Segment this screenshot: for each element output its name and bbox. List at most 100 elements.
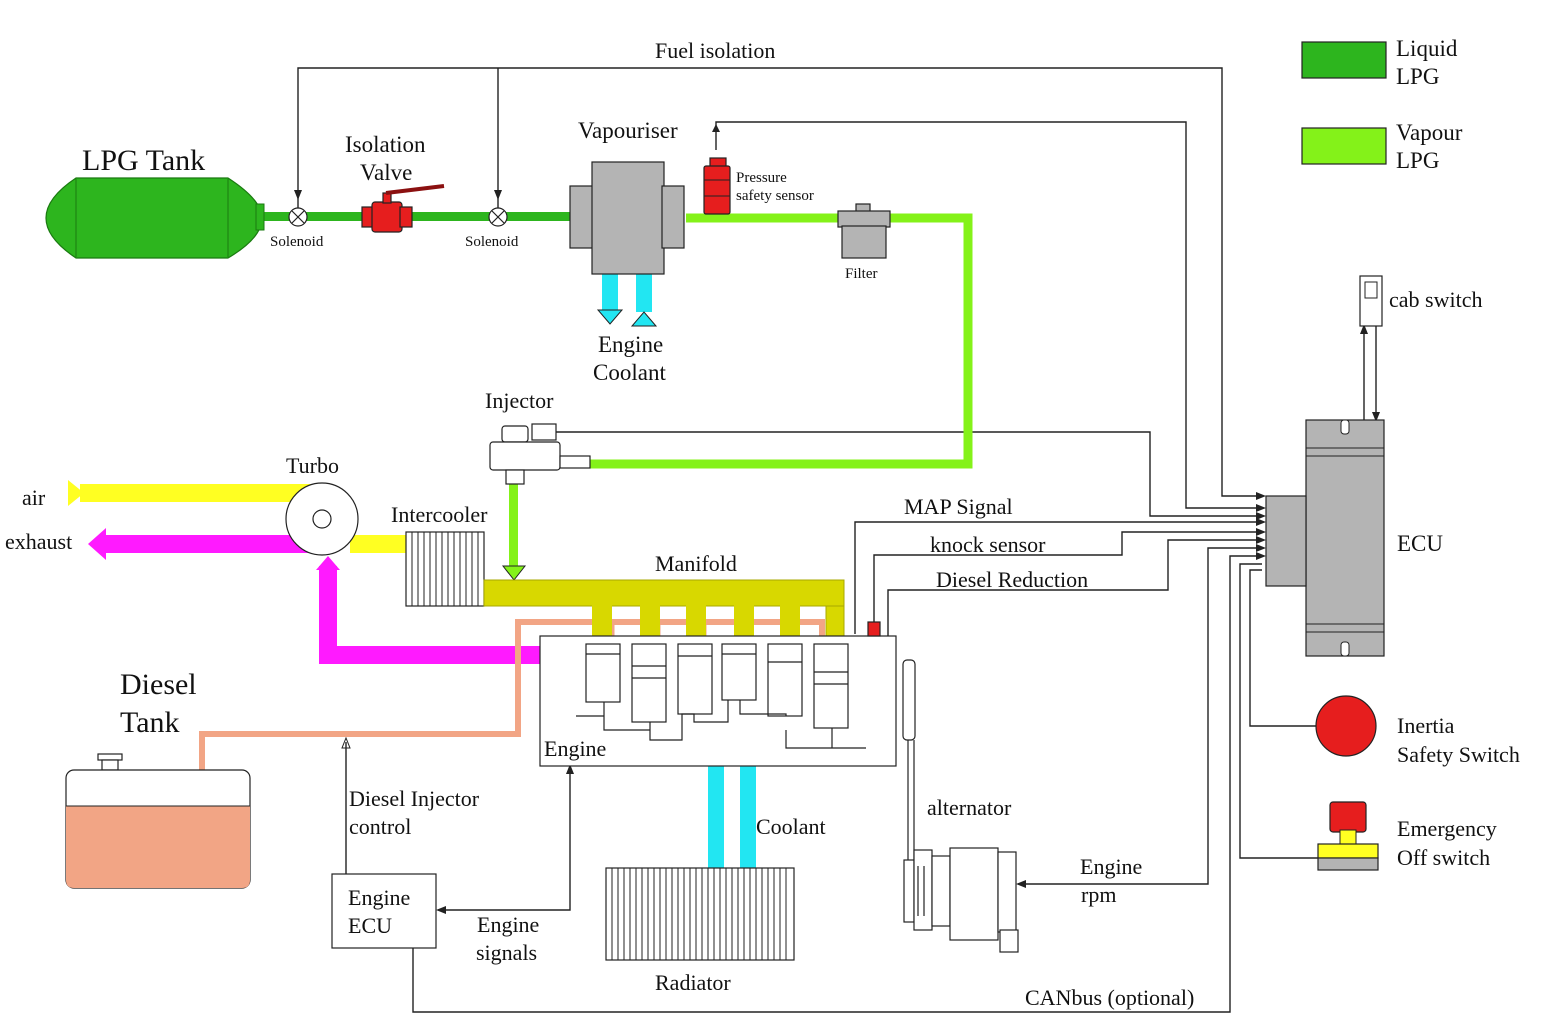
inertia-switch-wire: [1249, 569, 1316, 727]
engine-coolant-label-1: Engine: [598, 332, 663, 357]
pressure-sensor-wire: [715, 121, 1262, 509]
lpg-injector: [489, 423, 591, 485]
lpg-ecu: [1265, 419, 1385, 657]
vapouriser: [569, 161, 685, 275]
arrow-icon: [341, 736, 351, 749]
inertia-switch-label-2: Safety Switch: [1397, 742, 1520, 767]
inertia-switch-label-1: Inertia: [1397, 713, 1455, 738]
arrow-icon: [1372, 412, 1380, 422]
coolant-label: Coolant: [756, 814, 826, 839]
injector-wire: [556, 431, 1262, 517]
coolant-arrow-icon: [630, 311, 658, 327]
solenoid-valve-1: [288, 207, 308, 227]
vapouriser-label: Vapouriser: [578, 118, 678, 143]
turbo-label: Turbo: [286, 453, 339, 478]
canbus-label: CANbus (optional): [1025, 985, 1194, 1010]
exhaust-manifold-line: [319, 566, 540, 664]
air-inlet-arrow-icon: [68, 480, 84, 506]
solenoid-label-2: Solenoid: [465, 234, 519, 250]
vapour-lpg-injector-line: [509, 484, 518, 570]
exhaust-outlet-arrow-icon: [88, 528, 106, 560]
engine-rpm-wire: [1018, 547, 1262, 885]
engine-belt: [902, 659, 916, 880]
arrow-icon: [566, 764, 574, 774]
coolant-line-out: [708, 762, 724, 870]
liquid-lpg-line: [262, 212, 570, 221]
emergency-switch-wire: [1239, 563, 1318, 859]
air-label: air: [22, 485, 46, 510]
engine-signals-label-2: signals: [476, 940, 537, 965]
pressure-sensor-label-1: Pressure: [736, 170, 787, 186]
injection-arrow-icon: [501, 565, 527, 581]
legend-liquid-label-1: Liquid: [1396, 36, 1458, 61]
injector-label: Injector: [485, 388, 554, 413]
vapour-lpg-line: [588, 213, 973, 469]
diesel-tank-label-2: Tank: [120, 706, 180, 739]
arrow-icon: [1256, 504, 1266, 512]
air-line: [80, 484, 320, 502]
diesel-tank-label-1: Diesel: [120, 668, 197, 701]
engine-signals-wire: [438, 768, 571, 911]
manifold-label: Manifold: [655, 551, 737, 576]
diesel-tank: [65, 753, 251, 889]
engine-label: Engine: [544, 736, 606, 761]
engine-block: [539, 621, 897, 767]
diesel-fuel-line: [199, 619, 825, 770]
isolation-valve: [361, 184, 445, 233]
knock-sensor-label: knock sensor: [930, 532, 1046, 557]
emergency-switch-label-1: Emergency: [1397, 816, 1497, 841]
engine-ecu-label-2: ECU: [348, 913, 392, 938]
engine-ecu-label-1: Engine: [348, 885, 410, 910]
turbocharger: [285, 482, 359, 556]
radiator: [605, 867, 795, 961]
arrow-icon: [1256, 552, 1266, 560]
engine-rpm-label-2: rpm: [1081, 882, 1116, 907]
engine-coolant-line-in: [602, 274, 618, 310]
intercooler-label: Intercooler: [391, 502, 488, 527]
diesel-injector-control-label-2: control: [349, 814, 411, 839]
diesel-reduction-wire: [887, 539, 1262, 636]
emergency-off-switch: [1317, 801, 1379, 871]
exhaust-line: [104, 535, 320, 553]
labels: Fuel isolation LPG Tank Isolation Valve …: [5, 38, 1520, 1010]
knock-sensor-icon: [867, 621, 881, 637]
diesel-injector-control-label-1: Diesel Injector: [349, 786, 480, 811]
cab-switch-label: cab switch: [1389, 287, 1482, 312]
coolant-arrow-icon: [596, 309, 624, 325]
solenoid-valve-2: [488, 207, 508, 227]
alternator: [903, 847, 1019, 953]
arrow-icon: [436, 906, 446, 914]
legend-vapour-label-1: Vapour: [1396, 120, 1463, 145]
pressure-safety-sensor: [703, 157, 731, 215]
boost-air-line: [350, 535, 410, 553]
coolant-line-in: [740, 762, 756, 870]
arrow-icon: [1256, 536, 1266, 544]
arrow-icon: [1016, 880, 1026, 888]
lpg-tank: [45, 177, 265, 259]
map-signal-label: MAP Signal: [904, 494, 1013, 519]
legend-liquid-lpg-swatch: [1301, 41, 1387, 79]
alternator-label: alternator: [927, 795, 1012, 820]
map-signal-wire: [854, 521, 1262, 634]
knock-sensor-wire: [873, 531, 1262, 625]
isolation-valve-label-2: Valve: [360, 160, 412, 185]
wire-arrowheads: [294, 124, 1380, 914]
engine-coolant-label-2: Coolant: [593, 360, 666, 385]
lpg-tank-label: LPG Tank: [82, 144, 205, 177]
filter-label: Filter: [845, 266, 878, 282]
arrow-icon: [1256, 492, 1266, 500]
engine-signals-label-1: Engine: [477, 912, 539, 937]
inertia-safety-switch: [1315, 695, 1377, 757]
fuel-isolation-label: Fuel isolation: [655, 38, 775, 63]
fuel-isolation-wire: [297, 67, 1262, 497]
emergency-switch-label-2: Off switch: [1397, 845, 1490, 870]
canbus-wire: [412, 555, 1262, 1013]
ecu-connector: [1265, 495, 1307, 587]
arrow-icon: [1256, 518, 1266, 526]
radiator-label: Radiator: [655, 970, 731, 995]
intake-manifold: [483, 579, 845, 637]
pressure-sensor-label-2: safety sensor: [736, 188, 814, 204]
arrow-icon: [712, 124, 720, 132]
legend-vapour-lpg-swatch: [1301, 127, 1387, 165]
